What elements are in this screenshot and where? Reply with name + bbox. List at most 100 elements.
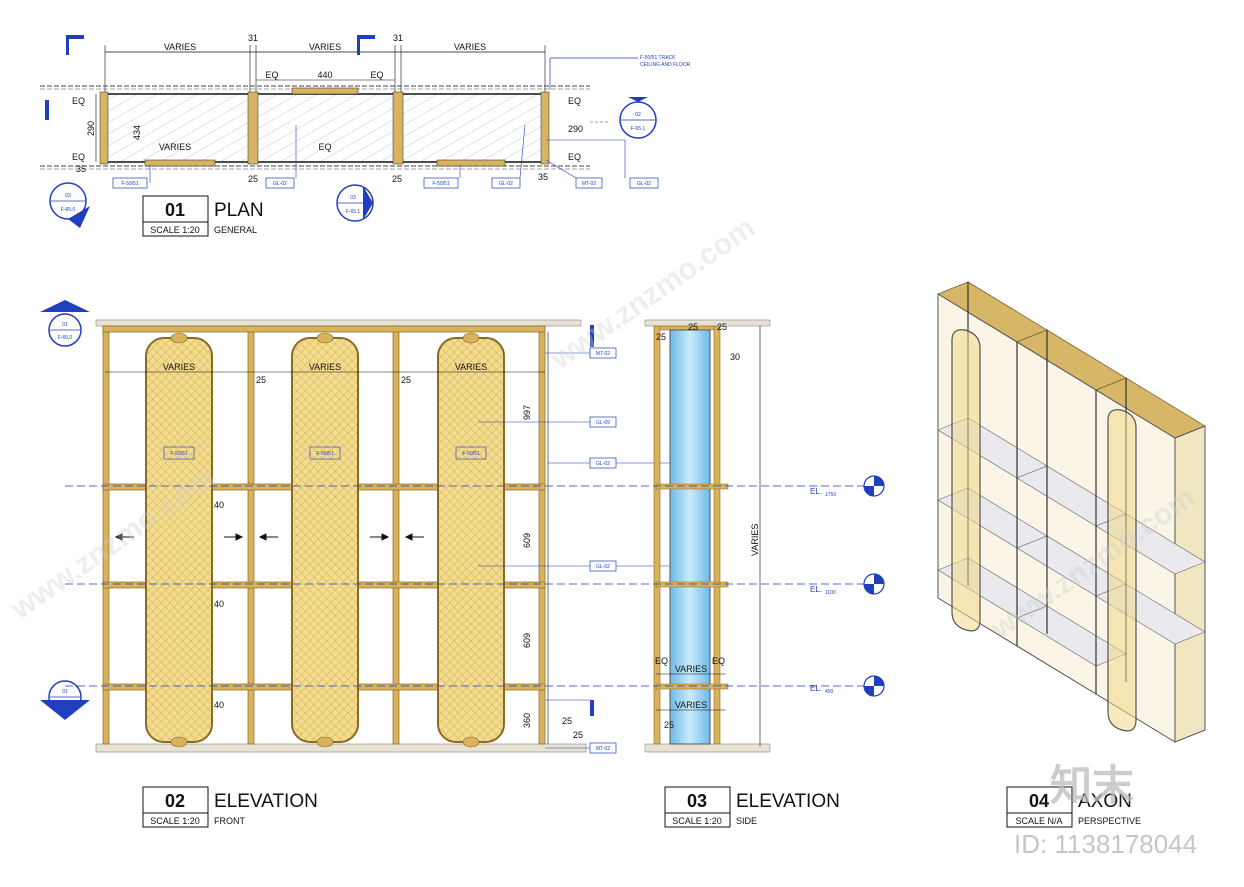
svg-text:1750: 1750 [825,492,836,498]
svg-text:GL-09: GL-09 [596,420,610,426]
svg-text:F-50/51: F-50/51 [462,451,479,457]
plan-tag-f50-2: F-50/51 [423,165,461,189]
svg-text:VARIES: VARIES [455,362,487,372]
svg-text:F-65.0: F-65.0 [58,335,73,341]
side-dim-25-top-right: 25 [717,322,727,332]
plan-inner-eq: EQ [318,142,331,152]
front-dim-25-bottom-1: 25 [562,716,572,726]
svg-text:F-50/51: F-50/51 [432,181,449,187]
title-03-name: ELEVATION [736,791,840,812]
plan-view: VARIES 31 VARIES 31 VARIES EQ 440 EQ [40,33,691,228]
level-marker-1100: EL. 1100 [810,573,885,596]
plan-dim-440: 440 [317,70,332,80]
svg-text:1100: 1100 [825,590,836,596]
level-marker-1750: EL. 1750 [810,475,885,498]
plan-dim-290-right: 290 [568,124,583,134]
svg-text:GL-02: GL-02 [499,181,513,187]
title-04-number: 04 [1029,791,1049,811]
title-02-scale: SCALE 1:20 [150,816,200,826]
title-01-number: 01 [165,200,185,220]
title-04-name: AXON [1078,791,1132,812]
title-01-name: PLAN [214,200,264,221]
front-elevation-view: VARIES F-50/51 VARIES F-50/51 VARIES F-5… [40,300,695,754]
title-block-01: 01 PLAN SCALE 1:20 GENERAL [142,195,264,237]
side-dim-25-bottom: 25 [664,720,674,730]
svg-text:GL-02: GL-02 [596,461,610,467]
front-dim-609-1: 609 [522,533,532,548]
title-04-scale: SCALE N/A [1015,816,1062,826]
front-panel-1: VARIES F-50/51 [145,332,213,748]
plan-section-mark-3: 02 F-65.1 [619,97,657,139]
side-dim-varies-1: VARIES [675,664,707,674]
svg-text:EL.: EL. [810,585,822,594]
plan-dim-eq-right-top: EQ [568,96,581,106]
svg-text:GL-02: GL-02 [596,564,610,570]
title-02-number: 02 [165,791,185,811]
watermark-id: ID: 1138178044 [1014,829,1197,859]
svg-text:02: 02 [635,112,641,118]
front-tag-gl02-2: GL-02 [478,560,695,580]
side-dim-25-top-mid: 25 [688,322,698,332]
plan-tag-gl02-3: GL-02 [546,139,659,189]
svg-text:01: 01 [62,322,68,328]
plan-dim-varies-2: VARIES [309,42,341,52]
svg-text:F-50/51: F-50/51 [316,451,333,457]
svg-text:F-65.0: F-65.0 [61,207,76,213]
plan-dim-31-1: 31 [248,33,258,43]
svg-text:03: 03 [350,195,356,201]
side-dim-varies-vertical: VARIES [750,524,760,556]
side-elevation-view: VARIES 25 25 25 30 EQ EQ VARIES VARIES 2… [644,319,771,753]
watermark-logo: 知末 [1050,762,1134,809]
plan-dim-eq-left-bottom: EQ [72,152,85,162]
title-02-desc: FRONT [214,816,245,826]
svg-text:MT-02: MT-02 [582,181,596,187]
svg-text:EL.: EL. [810,684,822,693]
plan-section-mark-1: 03 F-65.0 [49,182,90,228]
level-marker-450: EL. 450 [810,675,885,697]
plan-dim-eq-right-bottom: EQ [568,152,581,162]
svg-text:VARIES: VARIES [163,362,195,372]
front-tag-mt02-top: MT-02 [545,347,617,359]
watermark-site-1: www.znzmo.com [544,211,761,377]
front-dim-40-1: 40 [214,500,224,510]
svg-text:MT-02: MT-02 [596,746,610,752]
front-dim-25-1: 25 [256,375,266,385]
svg-text:03: 03 [65,193,71,199]
svg-text:F-50/51: F-50/51 [121,181,138,187]
front-section-mark-2: 01 F-65.1 [40,680,90,720]
front-dim-25-bottom-2: 25 [573,730,583,740]
title-04-desc: PERSPECTIVE [1078,816,1141,826]
title-03-scale: SCALE 1:20 [672,816,722,826]
title-03-number: 03 [687,791,707,811]
slide-arrows [114,533,424,541]
side-dim-eq-right: EQ [712,656,725,666]
svg-text:EL.: EL. [810,487,822,496]
plan-tag-gl02-2: GL-02 [491,124,526,189]
front-dim-40-3: 40 [214,700,224,710]
front-dim-997: 997 [522,405,532,420]
axon-view [937,281,1206,743]
front-panel-3: VARIES F-50/51 [437,332,505,748]
plan-dim-25-1: 25 [248,174,258,184]
svg-text:F-65.1: F-65.1 [346,209,361,215]
svg-text:VARIES: VARIES [309,362,341,372]
title-block-04: 04 AXON SCALE N/A PERSPECTIVE [1006,786,1141,828]
plan-dim-35-left: 35 [76,164,86,174]
side-dim-30: 30 [730,352,740,362]
plan-tag-mt02: MT-02 [545,159,603,189]
plan-dim-eq-left-top: EQ [72,96,85,106]
plan-tag-gl02-1: GL-02 [265,125,297,189]
title-02-name: ELEVATION [214,791,318,812]
front-dim-25-2: 25 [401,375,411,385]
svg-text:GL-02: GL-02 [273,181,287,187]
plan-dim-eq-1: EQ [265,70,278,80]
title-01-desc: GENERAL [214,225,257,235]
plan-note-track: F-50/51 TRACK [640,55,676,61]
svg-text:01: 01 [62,689,68,695]
front-dim-40-2: 40 [214,599,224,609]
plan-dim-eq-2: EQ [370,70,383,80]
plan-tag-f50-1: F-50/51 [112,165,151,189]
plan-inner-varies: VARIES [159,142,191,152]
front-dim-609-2: 609 [522,633,532,648]
